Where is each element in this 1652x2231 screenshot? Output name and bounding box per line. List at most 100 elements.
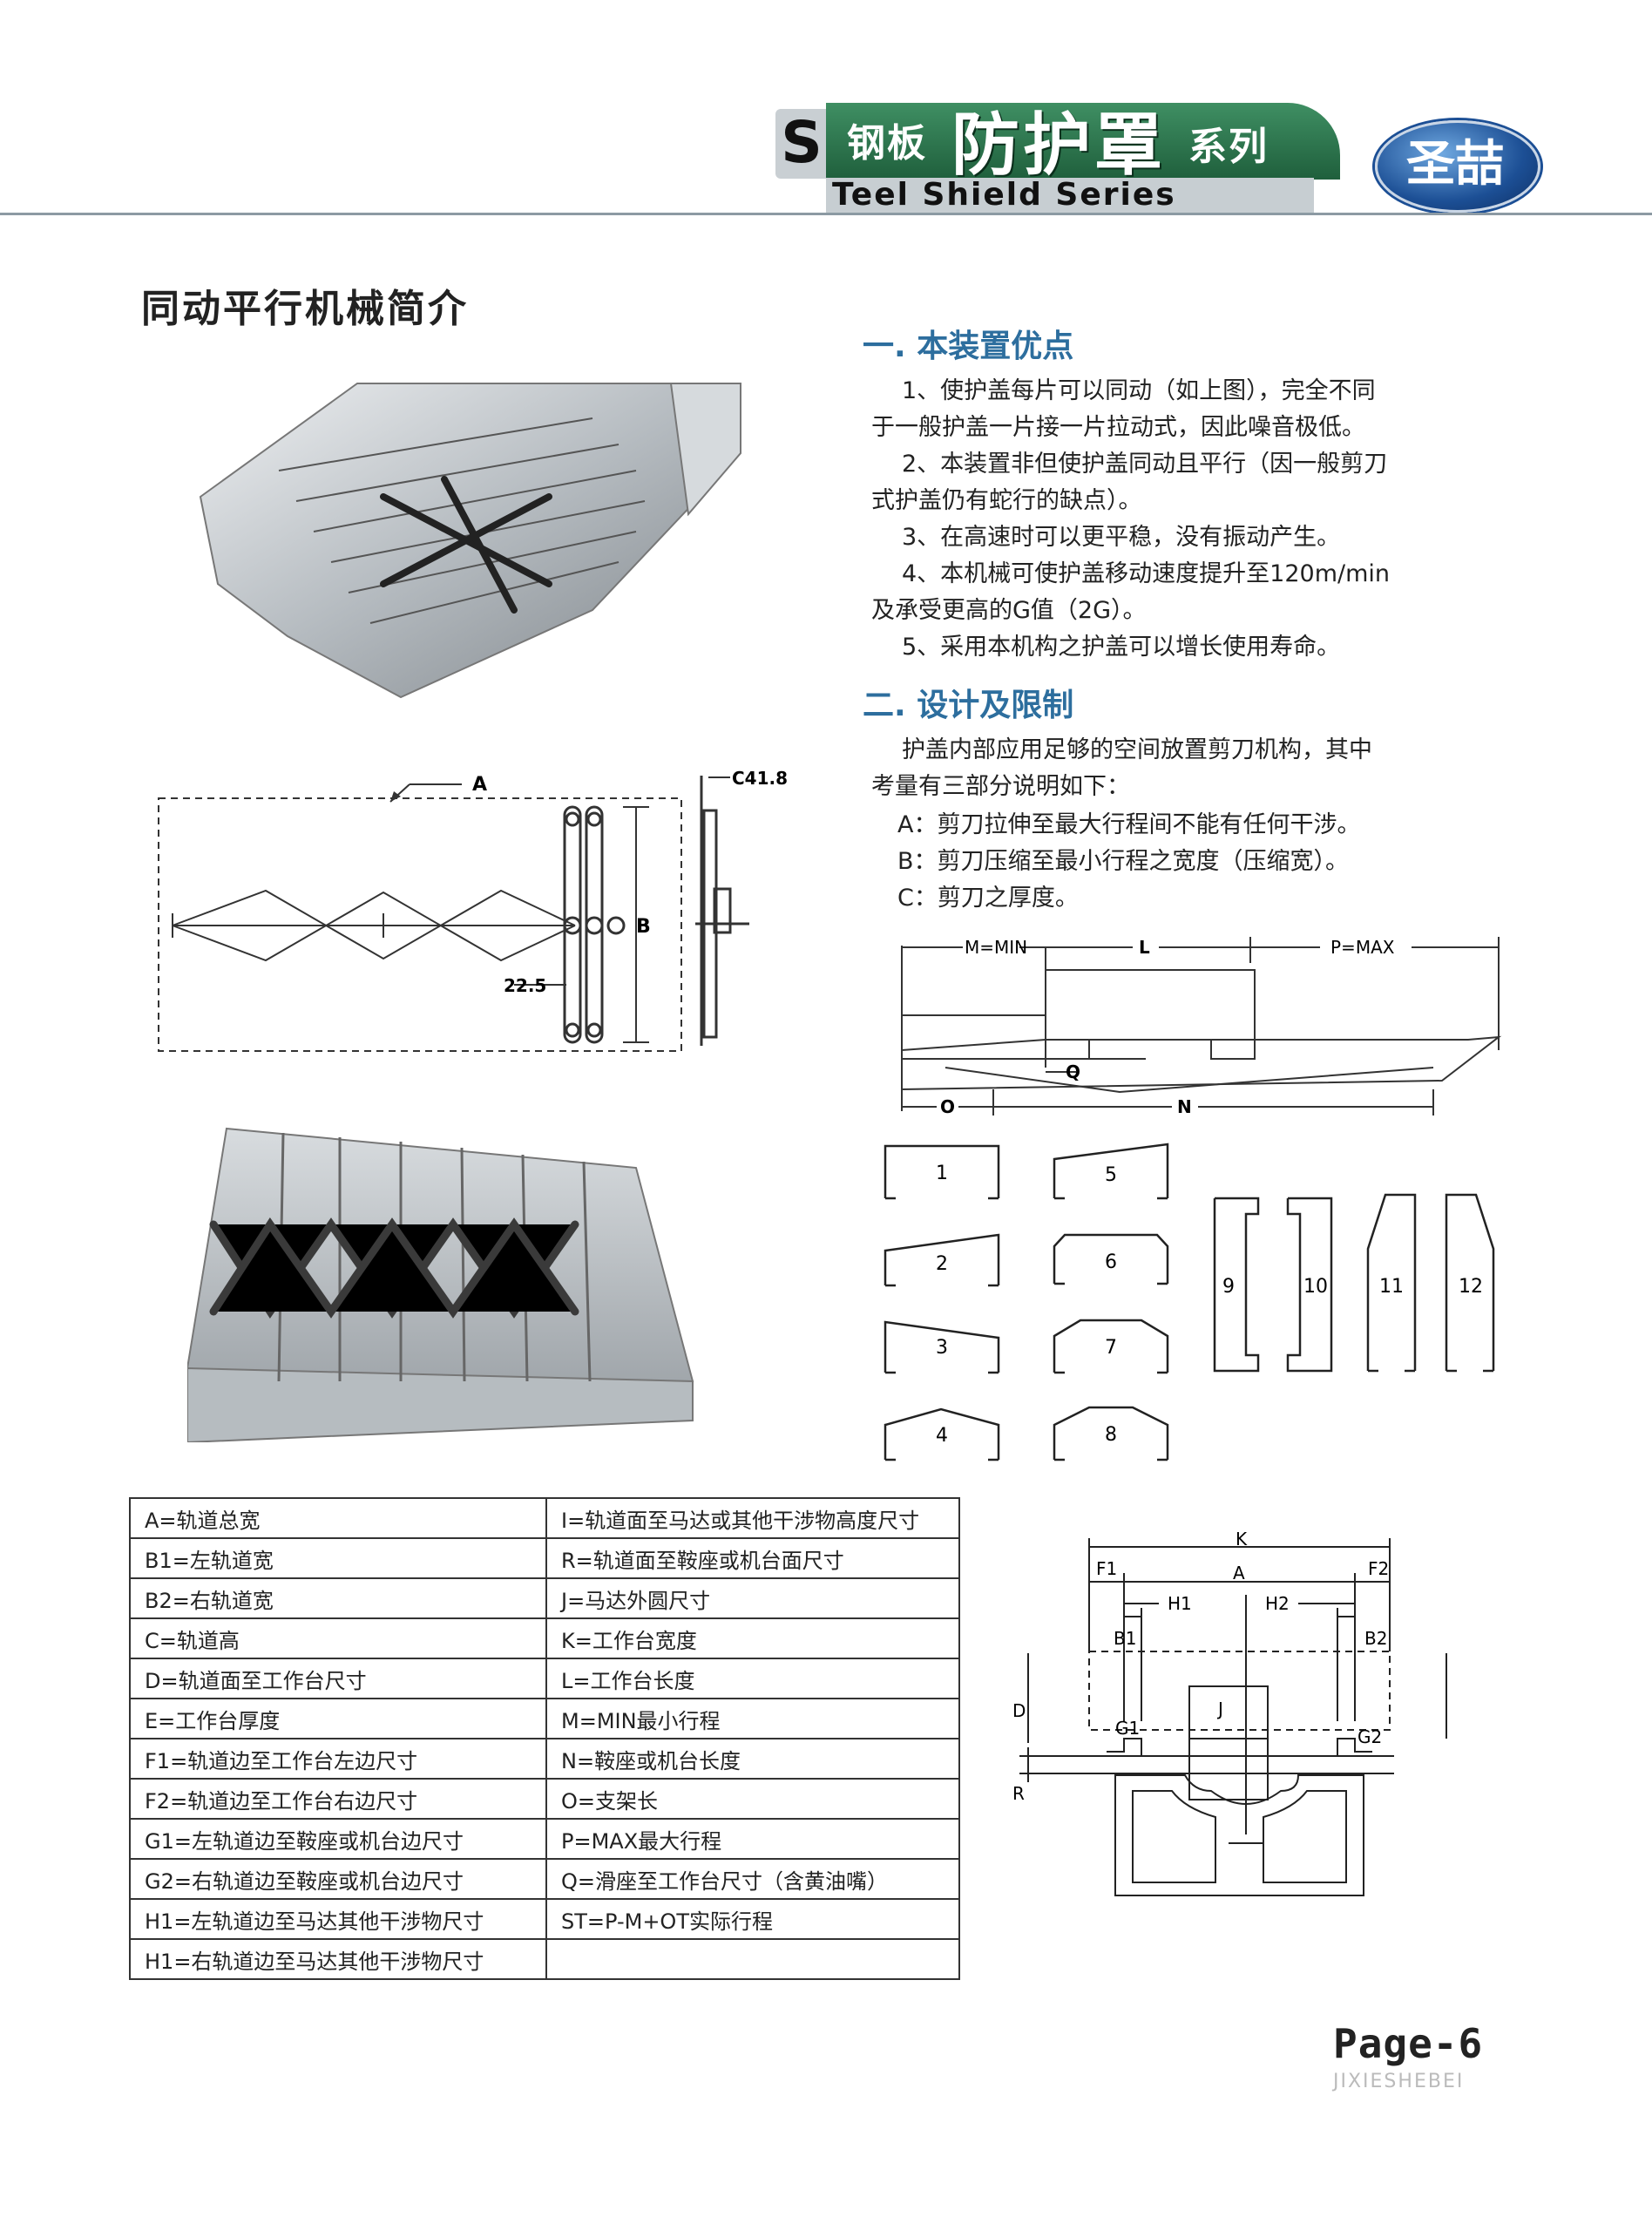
stroke-diagram: M=MIN L P=MAX Q O N bbox=[901, 937, 1502, 1117]
label-q: Q bbox=[1066, 1061, 1080, 1082]
profile-label-8: 8 bbox=[1105, 1424, 1117, 1446]
table-cell: N=鞍座或机台长度 bbox=[545, 1738, 960, 1780]
label-section-a: A bbox=[1233, 1563, 1245, 1583]
profile-label-3: 3 bbox=[936, 1337, 948, 1359]
profile-label-9: 9 bbox=[1222, 1276, 1235, 1298]
label-d: D bbox=[1012, 1700, 1026, 1721]
section2-line-5: C：剪刀之厚度。 bbox=[897, 885, 1079, 912]
profile-label-6: 6 bbox=[1105, 1251, 1117, 1273]
series-letter: S bbox=[781, 109, 823, 176]
table-cell: R=轨道面至鞍座或机台面尺寸 bbox=[545, 1537, 960, 1579]
profile-label-2: 2 bbox=[936, 1253, 948, 1275]
section1-line-1: 1、使护盖每片可以同动（如上图），完全不同 bbox=[902, 377, 1376, 404]
profile-shapes: 1 2 3 4 5 6 7 8 9 10 11 12 bbox=[884, 1143, 1495, 1461]
section1-line-8: 5、采用本机构之护盖可以增长使用寿命。 bbox=[902, 634, 1341, 661]
label-f1: F1 bbox=[1096, 1558, 1117, 1579]
table-cell: D=轨道面至工作台尺寸 bbox=[129, 1658, 547, 1699]
table-cell: I=轨道面至马达或其他干涉物高度尺寸 bbox=[545, 1497, 960, 1539]
title-right: 系列 bbox=[1188, 125, 1269, 169]
label-h2: H2 bbox=[1265, 1593, 1290, 1614]
section2-line-2: 考量有三部分说明如下： bbox=[871, 773, 1130, 800]
photo-cover-top bbox=[199, 383, 741, 699]
section1-line-2: 于一般护盖一片接一片拉动式，因此噪音极低。 bbox=[871, 414, 1365, 441]
table-cell: ST=P-M+OT实际行程 bbox=[545, 1898, 960, 1940]
table-cell bbox=[545, 1938, 960, 1980]
label-max: P=MAX bbox=[1330, 937, 1395, 958]
label-g1: G1 bbox=[1115, 1718, 1140, 1739]
label-l: L bbox=[1139, 937, 1150, 958]
section1-line-3: 2、本装置非但使护盖同动且平行（因一般剪刀 bbox=[902, 451, 1388, 478]
table-cell: P=MAX最大行程 bbox=[545, 1818, 960, 1860]
table-cell: C=轨道高 bbox=[129, 1617, 547, 1659]
brand-logo-text: 圣喆 bbox=[1406, 135, 1504, 193]
label-o: O bbox=[940, 1096, 955, 1117]
label-j: J bbox=[1216, 1699, 1223, 1719]
profile-label-7: 7 bbox=[1105, 1337, 1117, 1359]
series-subtitle: Teel Shield Series bbox=[832, 177, 1176, 213]
table-cell: G2=右轨道边至鞍座或机台边尺寸 bbox=[129, 1858, 547, 1900]
table-cell: J=马达外圆尺寸 bbox=[545, 1577, 960, 1619]
table-cell: K=工作台宽度 bbox=[545, 1617, 960, 1659]
label-h1: H1 bbox=[1168, 1593, 1192, 1614]
section1-line-6: 4、本机械可使护盖移动速度提升至120m/min bbox=[902, 560, 1391, 587]
label-f2: F2 bbox=[1368, 1558, 1389, 1579]
label-min: M=MIN bbox=[965, 937, 1027, 958]
profile-label-1: 1 bbox=[936, 1163, 948, 1184]
section2-line-4: B：剪刀压缩至最小行程之宽度（压缩宽）。 bbox=[897, 848, 1350, 875]
table-cell: H1=左轨道边至马达其他干涉物尺寸 bbox=[129, 1898, 547, 1940]
section1-heading: 一. 本装置优点 bbox=[863, 329, 1074, 364]
table-cell: A=轨道总宽 bbox=[129, 1497, 547, 1539]
table-cell: Q=滑座至工作台尺寸（含黄油嘴） bbox=[545, 1858, 960, 1900]
title-main: 防护罩 bbox=[951, 106, 1167, 185]
header-rule bbox=[0, 213, 1652, 215]
section1-line-5: 3、在高速时可以更平稳，没有振动产生。 bbox=[902, 524, 1341, 551]
section1-line-7: 及承受更高的G值（2G）。 bbox=[871, 597, 1147, 624]
scissor-mechanism-drawing: A B 22.5 C41.8 bbox=[158, 768, 788, 1052]
section2-line-1: 护盖内部应用足够的空间放置剪刀机构，其中 bbox=[902, 736, 1372, 763]
table-cell: F2=轨道边至工作台右边尺寸 bbox=[129, 1778, 547, 1820]
section1-line-4: 式护盖仍有蛇行的缺点）。 bbox=[871, 487, 1142, 514]
subtitle-band bbox=[826, 178, 1314, 213]
table-cell: G1=左轨道边至鞍座或机台边尺寸 bbox=[129, 1818, 547, 1860]
table-cell: M=MIN最小行程 bbox=[545, 1698, 960, 1739]
label-r: R bbox=[1012, 1783, 1025, 1804]
table-cell: F1=轨道边至工作台左边尺寸 bbox=[129, 1738, 547, 1780]
profile-label-5: 5 bbox=[1105, 1164, 1117, 1186]
title-left: 钢板 bbox=[847, 121, 927, 166]
label-b1: B1 bbox=[1114, 1628, 1136, 1649]
label-b2: B2 bbox=[1364, 1628, 1387, 1649]
label-c: C41.8 bbox=[732, 768, 788, 789]
section2-heading: 二. 设计及限制 bbox=[863, 688, 1074, 723]
profile-label-11: 11 bbox=[1379, 1276, 1404, 1298]
page-number: Page-6 bbox=[1333, 2020, 1484, 2067]
brand-logo bbox=[1375, 120, 1540, 213]
label-g2: G2 bbox=[1357, 1726, 1382, 1747]
table-cell: O=支架长 bbox=[545, 1778, 960, 1820]
label-a: A bbox=[472, 774, 487, 796]
watermark-text: JIXIESHEBEI bbox=[1333, 2071, 1465, 2092]
table-cell: L=工作台长度 bbox=[545, 1658, 960, 1699]
table-cell: E=工作台厚度 bbox=[129, 1698, 547, 1739]
profile-label-12: 12 bbox=[1459, 1276, 1483, 1298]
profile-label-10: 10 bbox=[1303, 1276, 1328, 1298]
page-title: 同动平行机械简介 bbox=[141, 287, 469, 331]
profile-label-4: 4 bbox=[936, 1425, 948, 1447]
cross-section-diagram: K F1 F2 A H1 H2 B1 B2 D G1 G2 J R bbox=[1012, 1529, 1447, 1896]
label-n: N bbox=[1177, 1096, 1192, 1117]
photo-cover-open bbox=[187, 1127, 694, 1442]
label-dim: 22.5 bbox=[504, 975, 546, 996]
table-cell: B1=左轨道宽 bbox=[129, 1537, 547, 1579]
series-letter-box bbox=[775, 109, 826, 179]
